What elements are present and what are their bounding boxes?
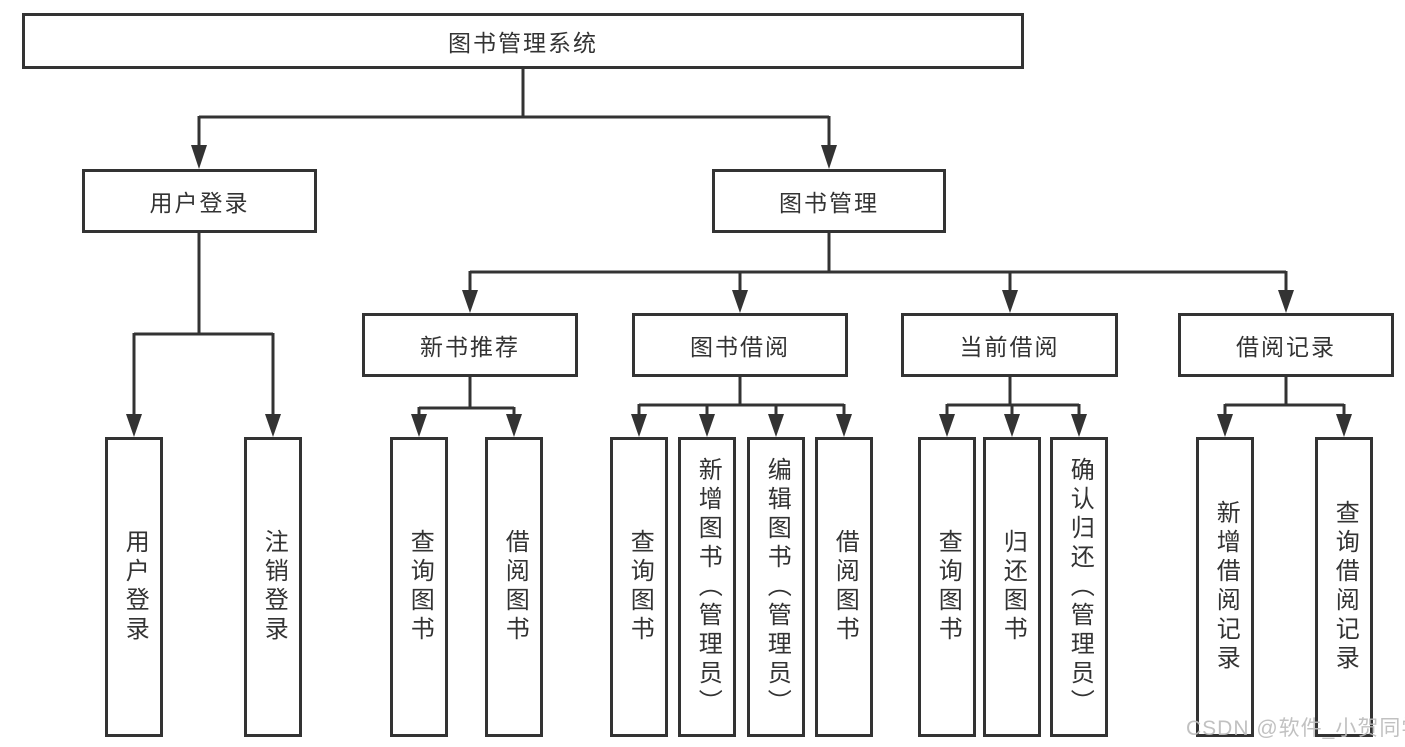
node-book-borrow-label: 图书借阅 xyxy=(690,334,790,360)
node-user-login: 用户登录 xyxy=(82,169,317,233)
leaf-borrow-book-1-label: 借阅图书 xyxy=(501,529,529,645)
leaf-edit-book-admin-label: 编辑图书（管理员） xyxy=(763,456,791,718)
node-borrow-records: 借阅记录 xyxy=(1178,313,1394,377)
node-current-borrow-label: 当前借阅 xyxy=(959,334,1060,360)
leaf-query-borrow-record-label: 查询借阅记录 xyxy=(1331,500,1359,674)
leaf-edit-book-admin: 编辑图书（管理员） xyxy=(747,437,805,737)
leaf-borrow-book-2-label: 借阅图书 xyxy=(831,529,859,645)
node-book-management-label: 图书管理 xyxy=(779,190,879,216)
node-new-book-recommend-label: 新书推荐 xyxy=(420,334,520,360)
leaf-add-borrow-record: 新增借阅记录 xyxy=(1196,437,1254,737)
leaf-confirm-return-admin-label: 确认归还（管理员） xyxy=(1066,456,1094,718)
leaf-query-book-1: 查询图书 xyxy=(390,437,448,737)
node-root-system-label: 图书管理系统 xyxy=(448,30,598,56)
leaf-add-book-admin-label: 新增图书（管理员） xyxy=(694,456,722,718)
node-current-borrow: 当前借阅 xyxy=(901,313,1118,377)
leaf-query-book-2-label: 查询图书 xyxy=(626,529,654,645)
leaf-add-book-admin: 新增图书（管理员） xyxy=(678,437,736,737)
leaf-query-borrow-record: 查询借阅记录 xyxy=(1315,437,1373,737)
node-borrow-records-label: 借阅记录 xyxy=(1236,334,1336,360)
leaf-query-book-3-label: 查询图书 xyxy=(934,529,962,645)
node-user-login-label: 用户登录 xyxy=(149,190,250,216)
leaf-user-login-label: 用户登录 xyxy=(121,529,149,645)
leaf-return-book-label: 归还图书 xyxy=(999,529,1027,645)
leaf-query-book-3: 查询图书 xyxy=(918,437,976,737)
node-book-borrow: 图书借阅 xyxy=(632,313,848,377)
leaf-query-book-2: 查询图书 xyxy=(610,437,668,737)
leaf-logout: 注销登录 xyxy=(244,437,302,737)
node-book-management: 图书管理 xyxy=(712,169,946,233)
leaf-query-book-1-label: 查询图书 xyxy=(406,529,434,645)
leaf-borrow-book-1: 借阅图书 xyxy=(485,437,543,737)
csdn-watermark: CSDN @软件_小贺同学 xyxy=(1186,717,1405,740)
leaf-borrow-book-2: 借阅图书 xyxy=(815,437,873,737)
leaf-confirm-return-admin: 确认归还（管理员） xyxy=(1050,437,1108,737)
leaf-add-borrow-record-label: 新增借阅记录 xyxy=(1212,500,1240,674)
leaf-return-book: 归还图书 xyxy=(983,437,1041,737)
leaf-logout-label: 注销登录 xyxy=(260,529,288,645)
node-root-system: 图书管理系统 xyxy=(22,13,1024,69)
leaf-user-login: 用户登录 xyxy=(105,437,163,737)
node-new-book-recommend: 新书推荐 xyxy=(362,313,578,377)
